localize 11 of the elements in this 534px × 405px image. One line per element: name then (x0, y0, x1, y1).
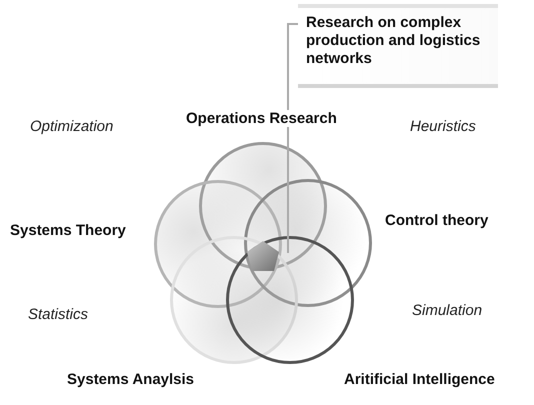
circle-label: Aritificial Intelligence (344, 371, 495, 388)
circle-label: Control theory (385, 212, 488, 229)
callout-text: Research on complex production and logistics networks (306, 14, 482, 68)
circle-label: Systems Anaylsis (67, 371, 194, 388)
side-label: Statistics (28, 306, 88, 323)
circle-label: Operations Research (186, 110, 337, 127)
side-label: Simulation (412, 302, 482, 319)
side-label: Heuristics (410, 118, 476, 135)
side-label: Optimization (30, 118, 114, 135)
circle-label: Systems Theory (10, 222, 126, 239)
callout-box (298, 4, 498, 88)
